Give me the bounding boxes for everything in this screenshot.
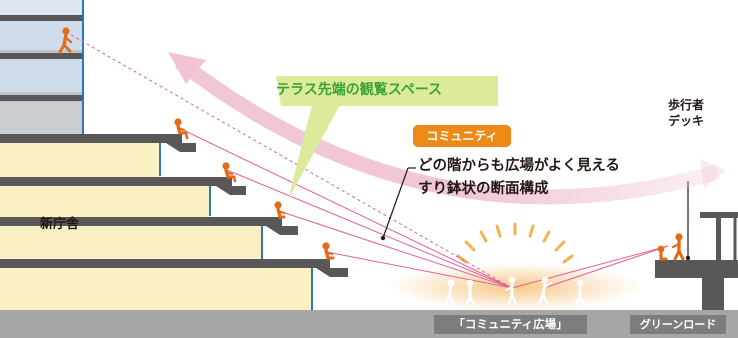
pedestrian-deck (655, 181, 738, 310)
ground-strip (0, 310, 738, 338)
person-terrace-2 (222, 162, 237, 183)
community-leader (382, 167, 409, 239)
road-label-box (630, 315, 726, 334)
plaza-people (443, 276, 586, 306)
plaza-label: 「コミュニティ広場」 (453, 317, 568, 331)
sunburst (456, 222, 574, 264)
arc-arrowhead-left (168, 52, 206, 84)
person-terrace-1 (174, 118, 189, 140)
person-terrace-3 (274, 201, 286, 219)
callout-box (276, 76, 498, 106)
person-deck (671, 233, 685, 261)
person-terrace-4 (322, 242, 335, 260)
view-arc (175, 56, 721, 205)
deck-leader-dot (685, 255, 691, 261)
community-leader-dot (380, 235, 386, 241)
plaza-label-box (434, 315, 587, 334)
road-label: グリーンロード (639, 318, 717, 331)
callout-pointer (288, 105, 340, 200)
person-tower (58, 27, 73, 54)
deck-label: 歩行者 デッキ (667, 98, 704, 128)
callout-text: テラス先端の観覧スペース (276, 82, 443, 98)
building-terraces (0, 134, 348, 310)
tower (0, 0, 84, 140)
building-label: 新庁舎 (40, 217, 80, 232)
arc-arrowhead-right (700, 159, 726, 188)
sightlines (65, 31, 669, 289)
person-deck-sitting (657, 245, 668, 261)
community-description: どの階からも広場がよく見える すり鉢状の断面構成 (418, 158, 620, 197)
community-badge: コミュニティ (413, 125, 511, 147)
